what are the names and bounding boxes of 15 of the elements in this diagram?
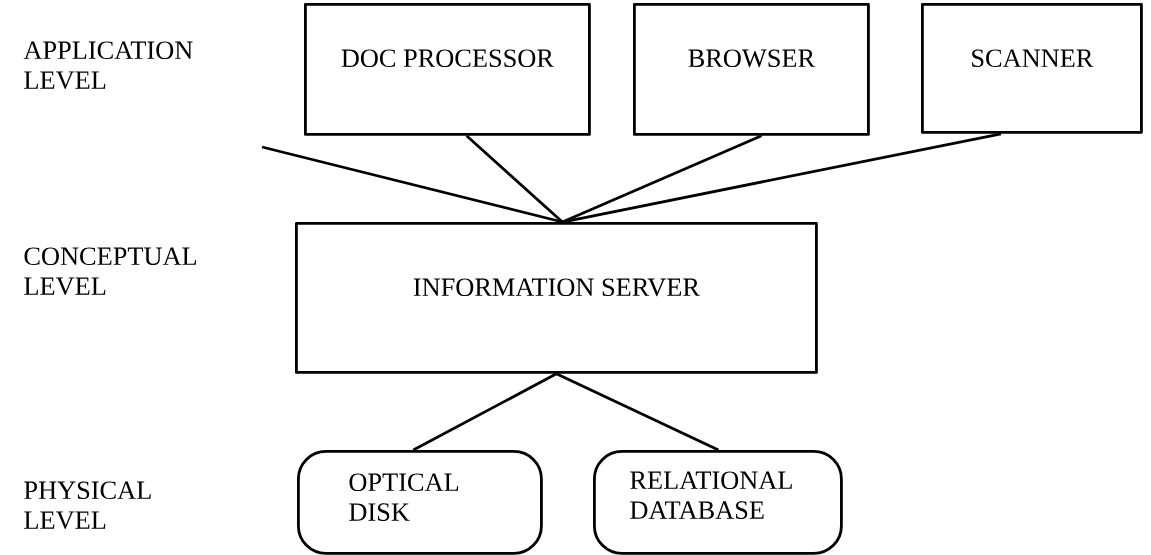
connector-line [555, 372, 719, 452]
storage-box: OPTICAL DISK [297, 450, 543, 555]
connector-line [465, 134, 564, 224]
level-label: APPLICATION LEVEL [23, 41, 193, 90]
connector-line [562, 132, 1002, 224]
application-box: DOC PROCESSOR [304, 3, 591, 136]
application-box: BROWSER [633, 3, 870, 136]
connector-line [261, 145, 563, 224]
server-box: INFORMATION SERVER [295, 222, 818, 374]
connector-line [561, 134, 763, 224]
connector-line [412, 372, 558, 452]
level-label: PHYSICAL LEVEL [24, 481, 151, 530]
level-label: CONCEPTUAL LEVEL [24, 247, 197, 296]
application-box: SCANNER [921, 3, 1143, 134]
storage-box: RELATIONAL DATABASE [593, 450, 843, 555]
